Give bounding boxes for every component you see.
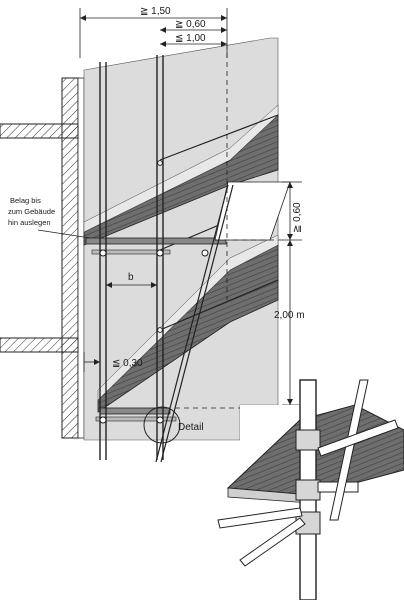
- standards: [99, 55, 164, 460]
- dim-wall-gap-label: ≦ 0,30: [112, 358, 143, 369]
- dim-b-label: b: [128, 272, 134, 283]
- lower-deck-boards: [97, 234, 279, 413]
- dim-width-total-label: ≧ 1,50: [140, 6, 171, 17]
- floor-slab-upper: [0, 123, 79, 139]
- detail-inset: [217, 379, 404, 600]
- dimension-arrows: [80, 15, 293, 405]
- note-line-2: zum Gebäude: [8, 207, 55, 216]
- couplers: [99, 160, 209, 424]
- dim-min-gap-label: ≧ 0,60: [175, 19, 206, 30]
- diagonal-brace: [155, 184, 234, 463]
- detail-label: Detail: [178, 422, 204, 433]
- floor-slab-lower: [0, 337, 79, 353]
- dim-guardrail-label: ≧ 0,60: [292, 202, 303, 233]
- dim-level-height-label: 2,00 m: [274, 310, 305, 321]
- detail-marker: [143, 406, 181, 444]
- note-line-3: hin auslegen: [8, 218, 51, 227]
- upper-deck-ledger: [85, 237, 227, 255]
- note-line-1: Belag bis: [10, 196, 41, 205]
- dim-max-gap-label: ≦ 1,00: [175, 33, 206, 44]
